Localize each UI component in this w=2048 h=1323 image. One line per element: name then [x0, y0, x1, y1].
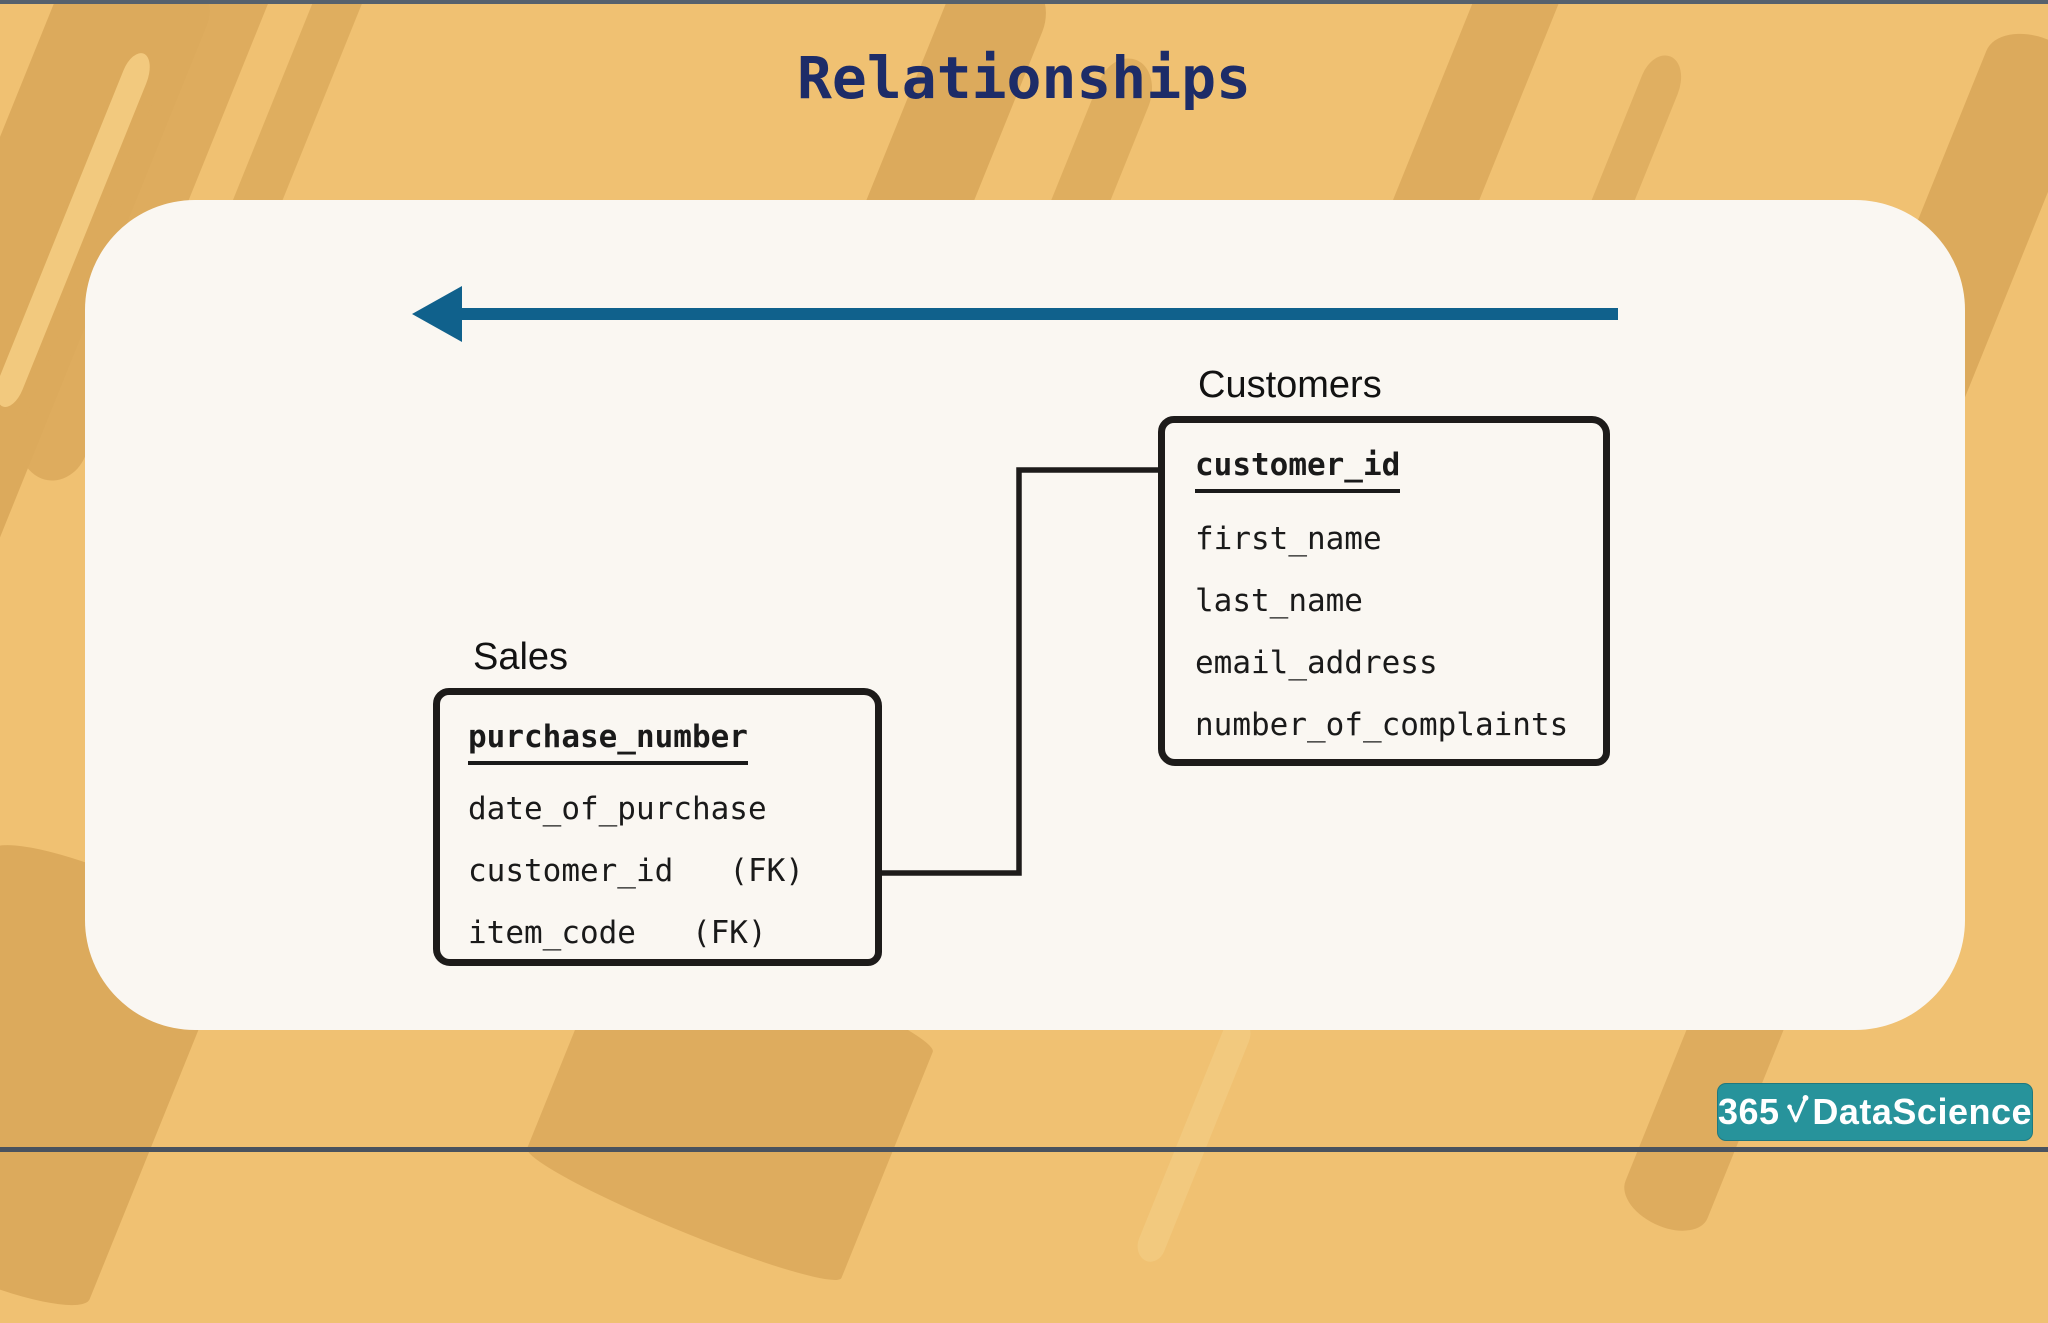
entity-customers-box: customer_id first_name last_name email_a…	[1158, 416, 1610, 766]
logo-365datascience: 365 DataScience	[1717, 1083, 2033, 1141]
left-arrow-shaft	[450, 308, 1618, 320]
fk-tag: (FK)	[729, 853, 804, 889]
entity-customers-label: Customers	[1198, 364, 1382, 406]
field-number-of-complaints: number_of_complaints	[1195, 707, 1569, 743]
relationship-lines	[412, 286, 1618, 876]
entity-sales: Sales purchase_number date_of_purchase c…	[433, 636, 882, 966]
field-last-name: last_name	[1195, 583, 1363, 619]
field-customer-id-fk: customer_id (FK)	[468, 851, 847, 891]
page-title: Relationships	[797, 44, 1251, 112]
field-email-address: email_address	[1195, 645, 1438, 681]
left-arrow	[412, 286, 1618, 342]
top-border	[0, 0, 2048, 4]
bottom-border	[0, 1147, 2048, 1152]
field-name: item_code	[468, 915, 636, 951]
sqrt-check-icon	[1786, 1094, 1809, 1123]
primary-key-field: customer_id	[1195, 445, 1401, 493]
field-date-of-purchase: date_of_purchase	[468, 791, 767, 827]
field-customer-id: customer_id	[1195, 445, 1573, 493]
fk-tag: (FK)	[691, 915, 767, 951]
entity-customers: Customers customer_id first_name last_na…	[1158, 364, 1610, 766]
field-name: customer_id	[468, 853, 674, 889]
left-arrow-head	[412, 286, 462, 342]
diagram-panel	[85, 200, 1965, 1030]
fk-connector-line	[876, 467, 1164, 876]
field-item-code-fk: item_code (FK)	[468, 913, 847, 953]
primary-key-field: purchase_number	[468, 717, 748, 765]
entity-sales-box: purchase_number date_of_purchase custome…	[433, 688, 882, 966]
field-first-name: first_name	[1195, 521, 1382, 557]
logo-name: DataScience	[1812, 1091, 2032, 1132]
entity-sales-label: Sales	[473, 636, 569, 678]
field-purchase-number: purchase_number	[468, 717, 847, 765]
logo-prefix: 365	[1718, 1091, 1780, 1132]
